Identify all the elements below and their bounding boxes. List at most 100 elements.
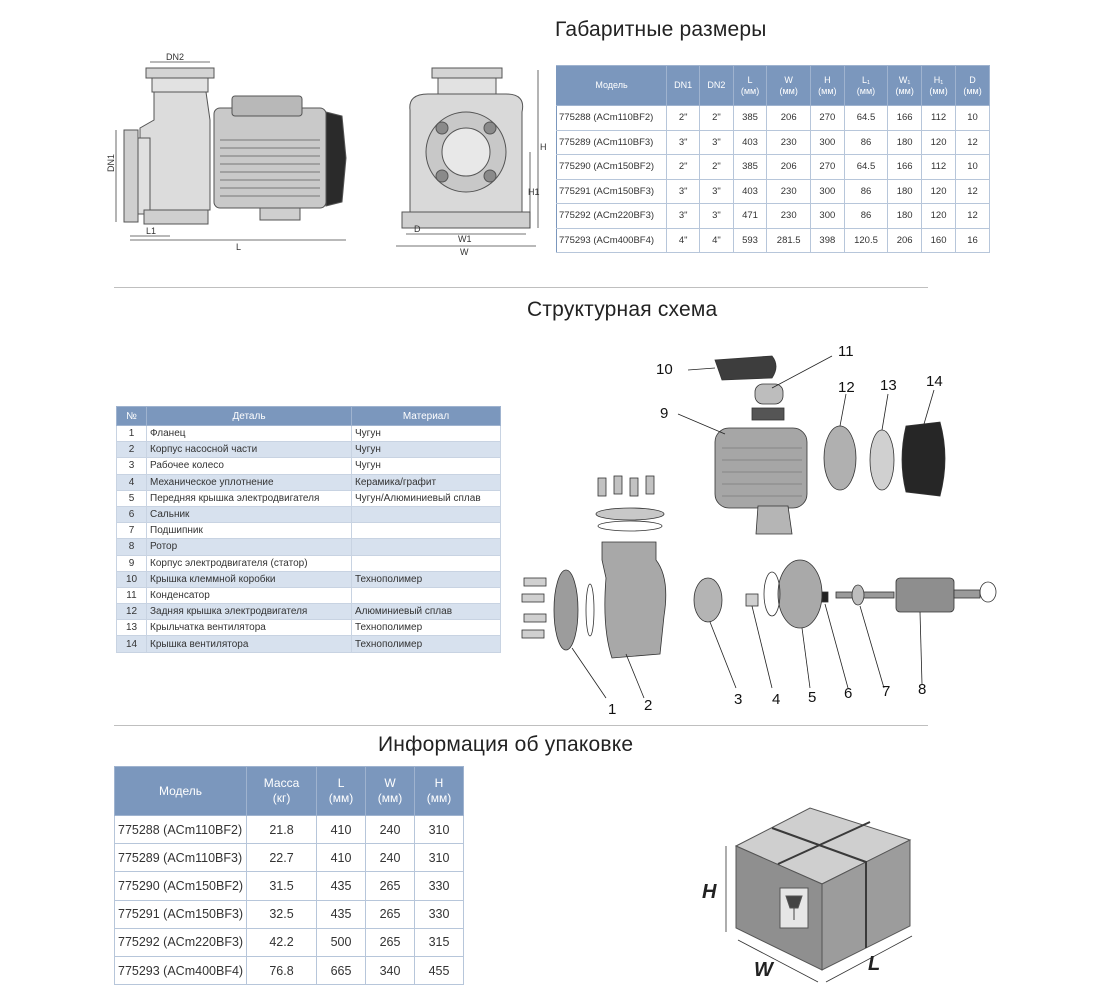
cell-part: Конденсатор [146,586,352,605]
cell: 10 [955,105,990,131]
packaging-title: Информация об упаковке [378,733,634,756]
cell: 240 [365,814,415,845]
col-l: L (мм) [316,766,367,816]
cell: 3" [665,203,701,229]
label-h1: H1 [528,187,540,197]
dimensions-table-header: Модель DN1 DN2 L (мм) W (мм) H (мм) L₁ (… [556,65,990,106]
col-d: D (мм) [955,65,990,106]
cell-material [351,522,501,540]
table-row: 775290 (ACm150BF2) 2" 2" 385 206 270 64.… [556,154,990,180]
cell-material [351,538,501,556]
cell: 160 [921,227,957,253]
cell: 166 [887,105,923,131]
parts-table-header: № Деталь Материал [116,406,501,426]
box-label-h: H [702,881,717,903]
cell: 230 [766,178,811,204]
pump-front-view-drawing: H H1 D W1 W [396,67,547,257]
callout-2: 2 [644,697,652,714]
cell: 593 [732,227,768,253]
cell-model: 775293 (ACm400BF4) [556,227,667,253]
package-box-illustration: H W L [702,807,913,983]
cell-material: Керамика/графит [351,473,501,491]
cell: 385 [732,154,768,180]
exploded-view-diagram: 1 2 3 4 5 6 7 8 9 10 11 12 13 14 [521,343,997,718]
cell: 265 [365,927,415,957]
cell: 300 [809,178,845,204]
cell: 665 [316,955,367,986]
col-h1: H₁ (мм) [921,65,957,106]
dimensions-table: Модель DN1 DN2 L (мм) W (мм) H (мм) L₁ (… [556,65,990,253]
cell-model: 775292 (ACm220BF3) [114,927,247,957]
col-dn2: DN2 [699,65,734,106]
cell-number: 10 [116,570,147,588]
cell: 112 [921,154,957,180]
cell-model: 775288 (ACm110BF2) [556,105,667,131]
col-l: L (мм) [732,65,768,106]
divider-middle [114,725,928,726]
cell-number: 3 [116,457,147,475]
cell: 3" [699,178,734,204]
cell: 410 [316,843,367,873]
cell: 120 [921,203,957,229]
cell-number: 6 [116,505,147,524]
callout-10: 10 [656,361,673,378]
cell: 21.8 [245,814,318,845]
cell-model: 775290 (ACm150BF2) [556,154,667,180]
cell-material: Технополимер [351,570,501,588]
cell: 3" [699,203,734,229]
cell-number: 12 [116,603,147,621]
cell: 281.5 [766,227,811,253]
cell: 16 [955,227,990,253]
label-h: H [540,142,547,152]
cell: 330 [414,871,464,901]
col-material: Материал [351,406,501,426]
cell: 166 [887,154,923,180]
label-d: D [414,224,421,234]
callout-1: 1 [608,701,616,718]
cell-material: Чугун [351,424,501,443]
col-part: Деталь [146,406,352,426]
cell-part: Подшипник [146,522,352,540]
callout-4: 4 [772,691,780,708]
label-w: W [460,247,469,257]
cell: 455 [414,955,464,986]
cell-part: Корпус электродвигателя (статор) [146,554,352,572]
cell-part: Передняя крышка электродвигателя [146,489,352,507]
cell: 3" [699,129,734,155]
cell-part: Крышка клеммной коробки [146,570,352,588]
cell: 206 [766,154,811,180]
cell-material: Алюминиевый сплав [351,603,501,621]
cell: 31.5 [245,871,318,901]
cell: 10 [955,154,990,180]
cell: 270 [809,105,845,131]
label-dn1: DN1 [106,154,116,172]
table-row: 775288 (ACm110BF2) 2" 2" 385 206 270 64.… [556,105,990,131]
cell: 120 [921,129,957,155]
cell: 3" [665,178,701,204]
cell: 4" [665,227,701,253]
col-model: Модель [114,766,247,816]
cell: 435 [316,871,367,901]
col-l1: L₁ (мм) [843,65,889,106]
cell-number: 8 [116,538,147,556]
cell-part: Крышка вентилятора [146,635,352,653]
cell: 315 [414,927,464,957]
cell: 120 [921,178,957,204]
label-l: L [236,242,241,252]
cell-material: Технополимер [351,635,501,653]
cell-number: 4 [116,473,147,491]
callout-13: 13 [880,377,897,394]
